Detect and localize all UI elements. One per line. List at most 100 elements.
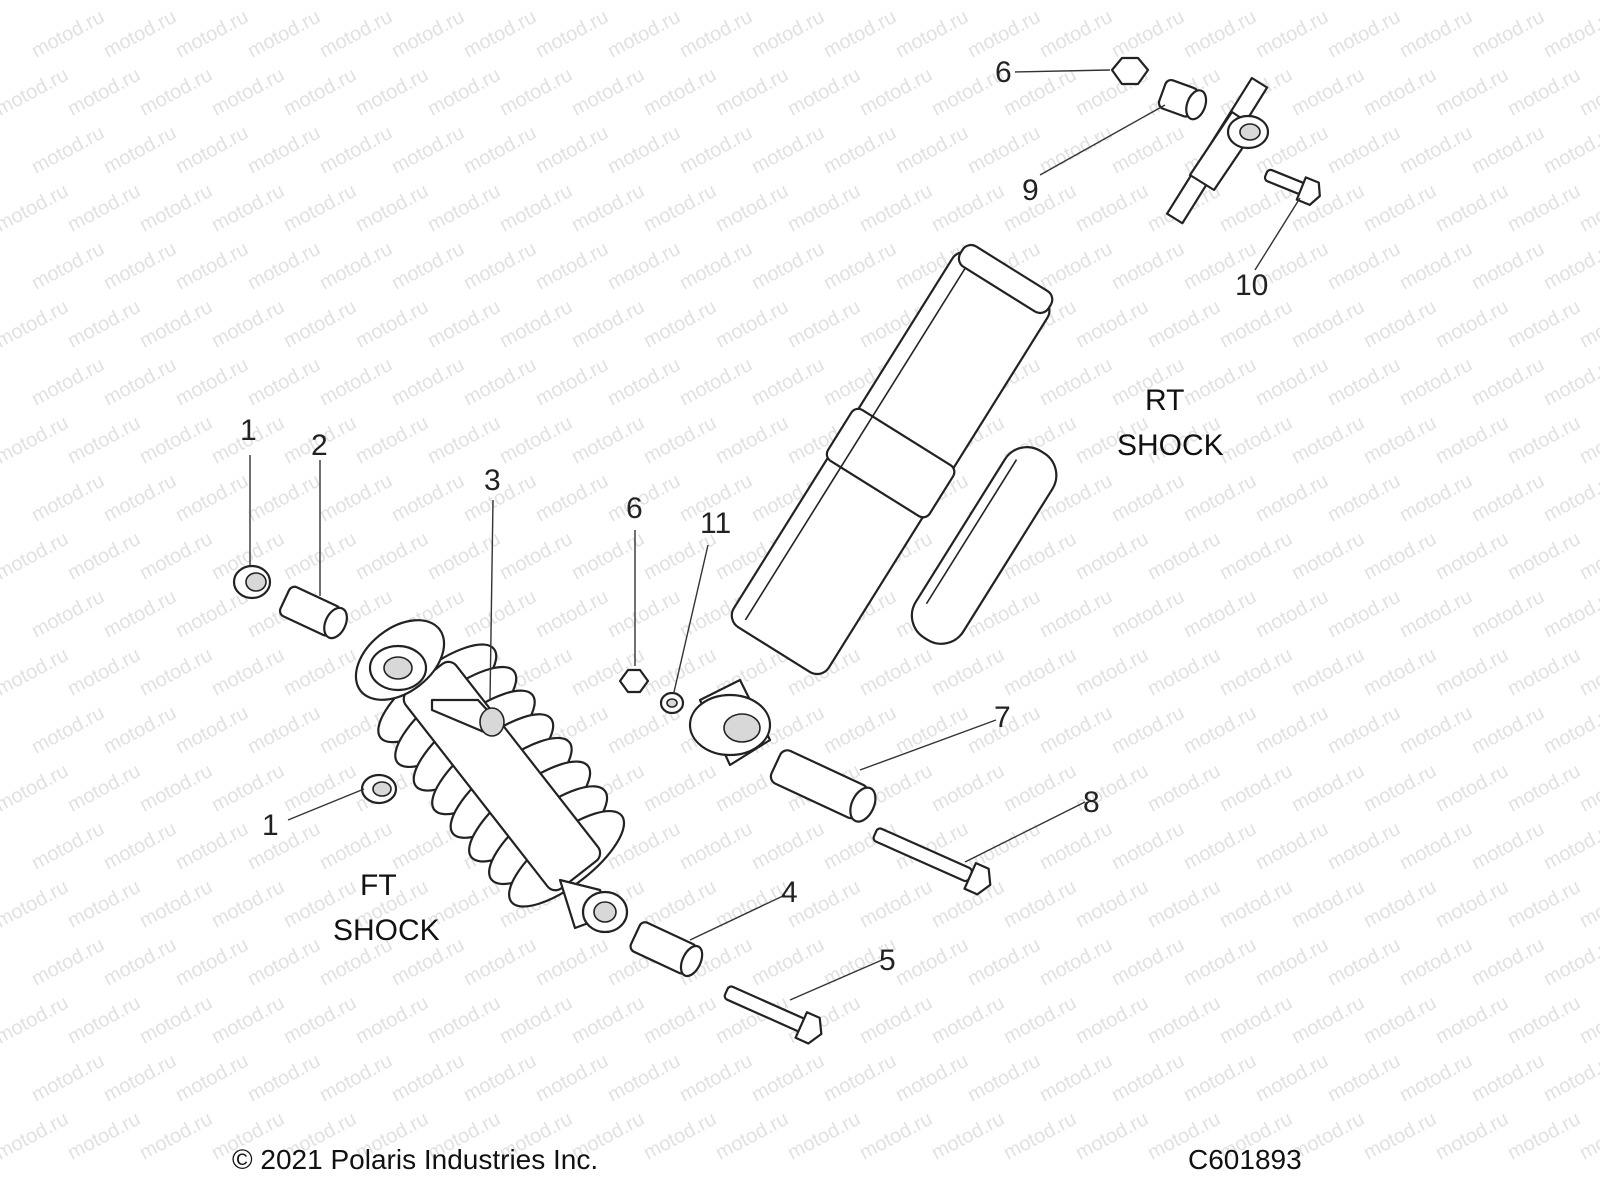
watermark-text: motod.ru	[172, 934, 252, 990]
part-6-nut-lower	[618, 668, 650, 694]
watermark-text: motod.ru	[1288, 412, 1368, 468]
watermark-text: motod.ru	[532, 586, 612, 642]
rt-shock-label-line2: SHOCK	[1117, 429, 1224, 462]
watermark-text: motod.ru	[496, 992, 576, 1048]
part-2-bushing	[278, 585, 348, 640]
watermark-text: motod.ru	[568, 180, 648, 236]
watermark-text: motod.ru	[1072, 296, 1152, 352]
watermark-text: motod.ru	[244, 818, 324, 874]
watermark-text: motod.ru	[1180, 1050, 1260, 1106]
watermark-text: motod.ru	[1216, 296, 1296, 352]
watermark-text: motod.ru	[460, 238, 540, 294]
watermark-text: motod.ru	[424, 992, 504, 1048]
part-4-sleeve	[629, 921, 704, 978]
watermark-text: motod.ru	[1036, 586, 1116, 642]
watermark-text: motod.ru	[1432, 644, 1512, 700]
watermark-text: motod.ru	[676, 818, 756, 874]
watermark-text: motod.ru	[1144, 644, 1224, 700]
watermark-text: motod.ru	[1396, 702, 1476, 758]
watermark-text: motod.ru	[604, 6, 684, 62]
watermark-text: motod.ru	[496, 296, 576, 352]
watermark-text: motod.ru	[1468, 238, 1548, 294]
watermark-text: motod.ru	[28, 470, 108, 526]
watermark-text: motod.ru	[1324, 702, 1404, 758]
watermark-text: motod.ru	[352, 64, 432, 120]
watermark-text: motod.ru	[1540, 238, 1600, 294]
watermark-text: motod.ru	[748, 6, 828, 62]
watermark-text: motod.ru	[316, 122, 396, 178]
part-10-bolt	[1263, 168, 1321, 206]
callout-5: 5	[879, 944, 896, 977]
watermark-text: motod.ru	[928, 1108, 1008, 1164]
callout-9: 9	[1022, 174, 1039, 207]
watermark-text: motod.ru	[64, 180, 144, 236]
footer: © 2021 Polaris Industries Inc. C601893	[232, 1144, 1302, 1175]
watermark-text: motod.ru	[1000, 644, 1080, 700]
watermark-text: motod.ru	[496, 528, 576, 584]
watermark-text: motod.ru	[388, 6, 468, 62]
watermark-text: motod.ru	[100, 354, 180, 410]
watermark-text: motod.ru	[172, 818, 252, 874]
watermark-text: motod.ru	[1108, 818, 1188, 874]
watermark-text: motod.ru	[280, 992, 360, 1048]
watermark-text: motod.ru	[604, 470, 684, 526]
watermark-text: motod.ru	[100, 702, 180, 758]
watermark-text: motod.ru	[568, 296, 648, 352]
watermark-text: motod.ru	[640, 180, 720, 236]
watermark-text: motod.ru	[100, 470, 180, 526]
watermark-text: motod.ru	[100, 586, 180, 642]
watermark-text: motod.ru	[244, 354, 324, 410]
assembly-labels: RT SHOCK FT SHOCK	[333, 384, 1224, 947]
watermark-text: motod.ru	[28, 702, 108, 758]
watermark-text: motod.ru	[1180, 354, 1260, 410]
watermark-text: motod.ru	[64, 296, 144, 352]
watermark-text: motod.ru	[1216, 760, 1296, 816]
watermark-text: motod.ru	[892, 6, 972, 62]
rear-shock-lower-eye	[688, 678, 772, 767]
watermark-text: motod.ru	[1072, 876, 1152, 932]
watermark-text: motod.ru	[208, 64, 288, 120]
watermark-text: motod.ru	[424, 64, 504, 120]
watermark-text: motod.ru	[1324, 818, 1404, 874]
watermark-text: motod.ru	[424, 296, 504, 352]
watermark-text: motod.ru	[532, 470, 612, 526]
watermark-text: motod.ru	[568, 992, 648, 1048]
watermark-text: motod.ru	[1576, 528, 1600, 584]
watermark-text: motod.ru	[1432, 296, 1512, 352]
watermark-text: motod.ru	[1216, 992, 1296, 1048]
watermark-text: motod.ru	[820, 1050, 900, 1106]
watermark-text: motod.ru	[1468, 470, 1548, 526]
rt-shock-label-line1: RT	[1145, 384, 1184, 417]
watermark-text: motod.ru	[460, 586, 540, 642]
watermark-text: motod.ru	[64, 1108, 144, 1164]
callout-11: 11	[700, 507, 731, 540]
watermark-text: motod.ru	[532, 122, 612, 178]
watermark-text: motod.ru	[28, 934, 108, 990]
watermark-text: motod.ru	[676, 238, 756, 294]
watermark-text: motod.ru	[208, 992, 288, 1048]
watermark-text: motod.ru	[1252, 470, 1332, 526]
watermark-text: motod.ru	[892, 934, 972, 990]
watermark-text: motod.ru	[1360, 644, 1440, 700]
watermark-text: motod.ru	[820, 238, 900, 294]
watermark-text: motod.ru	[1360, 876, 1440, 932]
part-11-washer	[659, 691, 685, 715]
watermark-text: motod.ru	[748, 238, 828, 294]
watermark-text: motod.ru	[1468, 6, 1548, 62]
watermark-text: motod.ru	[244, 238, 324, 294]
part-8-bolt	[872, 827, 992, 896]
watermark-text: motod.ru	[0, 992, 72, 1048]
watermark-text: motod.ru	[1108, 6, 1188, 62]
watermark-text: motod.ru	[388, 470, 468, 526]
watermark-text: motod.ru	[1324, 586, 1404, 642]
watermark-text: motod.ru	[1108, 238, 1188, 294]
part-1-washer-upper	[232, 564, 272, 600]
watermark-text: motod.ru	[856, 180, 936, 236]
watermark-text: motod.ru	[388, 122, 468, 178]
watermark-text: motod.ru	[208, 760, 288, 816]
watermark-text: motod.ru	[28, 6, 108, 62]
watermark-text: motod.ru	[280, 760, 360, 816]
watermark-text: motod.ru	[64, 992, 144, 1048]
watermark-text: motod.ru	[1576, 64, 1600, 120]
